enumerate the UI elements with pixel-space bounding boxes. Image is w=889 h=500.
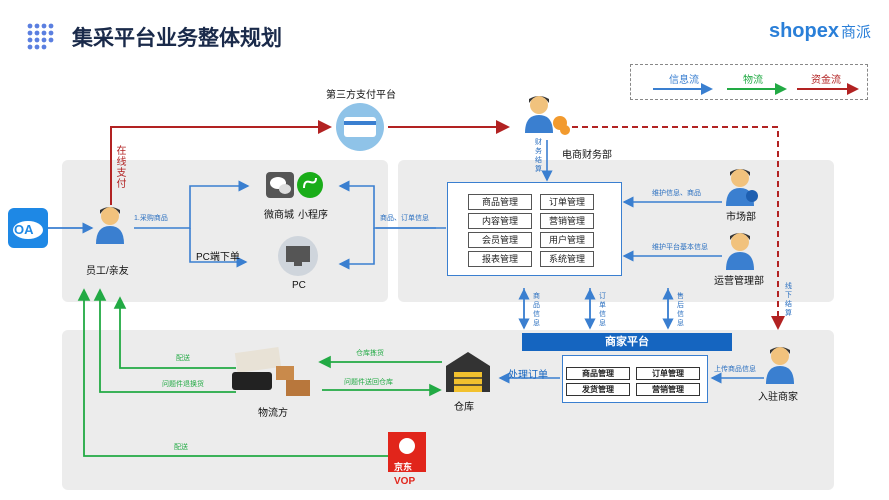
legend-logistics: 物流 — [743, 75, 763, 86]
ops-label: 运营管理部 — [714, 276, 764, 287]
finance-person-icon — [525, 96, 570, 135]
goods-order-label: 商品、订单信息 — [380, 215, 429, 222]
card-icon — [336, 103, 384, 151]
staff-person-icon — [96, 207, 124, 244]
logo-text: shopex — [768, 20, 839, 42]
module-system: 系统管理 — [540, 251, 594, 267]
oa-icon — [8, 208, 48, 248]
order-info-label: 订单信息 — [599, 293, 606, 327]
wechat-label: 微商城 — [264, 210, 294, 221]
finance-label: 电商财务部 — [562, 150, 612, 161]
finance-settle-label: 财务结算 — [535, 139, 542, 173]
settled-person-icon — [766, 347, 794, 384]
module-members: 会员管理 — [468, 232, 532, 248]
page-title: 集采平台业务整体规划 — [72, 26, 282, 50]
upload-goods-label: 上传商品信息 — [714, 366, 756, 373]
merchant-module-orders: 订单管理 — [636, 367, 700, 380]
merchant-module-goods: 商品管理 — [566, 367, 630, 380]
ops-person-icon — [726, 233, 754, 270]
module-content: 内容管理 — [468, 213, 532, 229]
deliver2-label: 配送 — [174, 444, 188, 451]
return-ex-label: 问题件退换货 — [162, 381, 204, 388]
logo-cn: 商派 — [840, 24, 871, 41]
legend-arrows — [653, 83, 859, 95]
logistics-flow — [77, 288, 442, 457]
module-orders: 订单管理 — [540, 194, 594, 210]
logistics-label: 物流方 — [258, 408, 288, 419]
legend-money: 资金流 — [811, 75, 841, 86]
aftersale-info-label: 售后信息 — [677, 293, 684, 327]
merchant-module-marketing: 营销管理 — [636, 383, 700, 396]
market-label: 市场部 — [726, 212, 756, 223]
oa-label: OA — [14, 222, 34, 237]
staff-label: 员工/亲友 — [86, 266, 129, 277]
market-person-icon — [726, 169, 758, 206]
info-flow — [33, 140, 764, 384]
merchant-platform-bar: 商家平台 — [522, 333, 732, 351]
third-pay-label: 第三方支付平台 — [326, 90, 396, 101]
pc-order-label: PC端下单 — [196, 252, 240, 263]
process-order-label: 处理订单 — [508, 370, 548, 381]
warehouse-icon — [446, 352, 490, 392]
legend-info: 信息流 — [669, 75, 699, 86]
jd-label: 京东 — [394, 462, 413, 472]
buy-label: 1.采购商品 — [134, 215, 168, 222]
online-pay-label: 在线支付 — [116, 146, 127, 190]
module-users: 用户管理 — [540, 232, 594, 248]
goods-info-label: 商品信息 — [533, 293, 540, 327]
title-dots-icon — [26, 22, 60, 52]
return-wh-label: 问题件送回仓库 — [344, 379, 393, 386]
pc-label: PC — [292, 280, 306, 291]
module-goods: 商品管理 — [468, 194, 532, 210]
maintain-basic-label: 维护平台基本信息 — [652, 244, 708, 251]
settled-label: 入驻商家 — [758, 392, 798, 403]
maintain-goods-label: 维护信息、商品 — [652, 190, 701, 197]
module-marketing: 营销管理 — [540, 213, 594, 229]
mini-label: 小程序 — [298, 210, 328, 221]
stock-out-label: 仓库拣货 — [356, 350, 384, 357]
pc-icon — [278, 236, 318, 276]
vop-label: VOP — [394, 476, 416, 487]
module-reports: 报表管理 — [468, 251, 532, 267]
merchant-module-shipping: 发货管理 — [566, 383, 630, 396]
logistics-icon — [232, 347, 310, 396]
offline-settle-label: 线下结算 — [785, 283, 792, 317]
legend: 信息流 物流 资金流 — [630, 64, 868, 100]
warehouse-label: 仓库 — [454, 402, 474, 413]
jd-icon — [388, 432, 426, 472]
wechat-icon — [266, 172, 294, 198]
miniprogram-icon — [297, 172, 323, 198]
money-flow — [110, 120, 785, 330]
deliver1-label: 配送 — [176, 355, 190, 362]
